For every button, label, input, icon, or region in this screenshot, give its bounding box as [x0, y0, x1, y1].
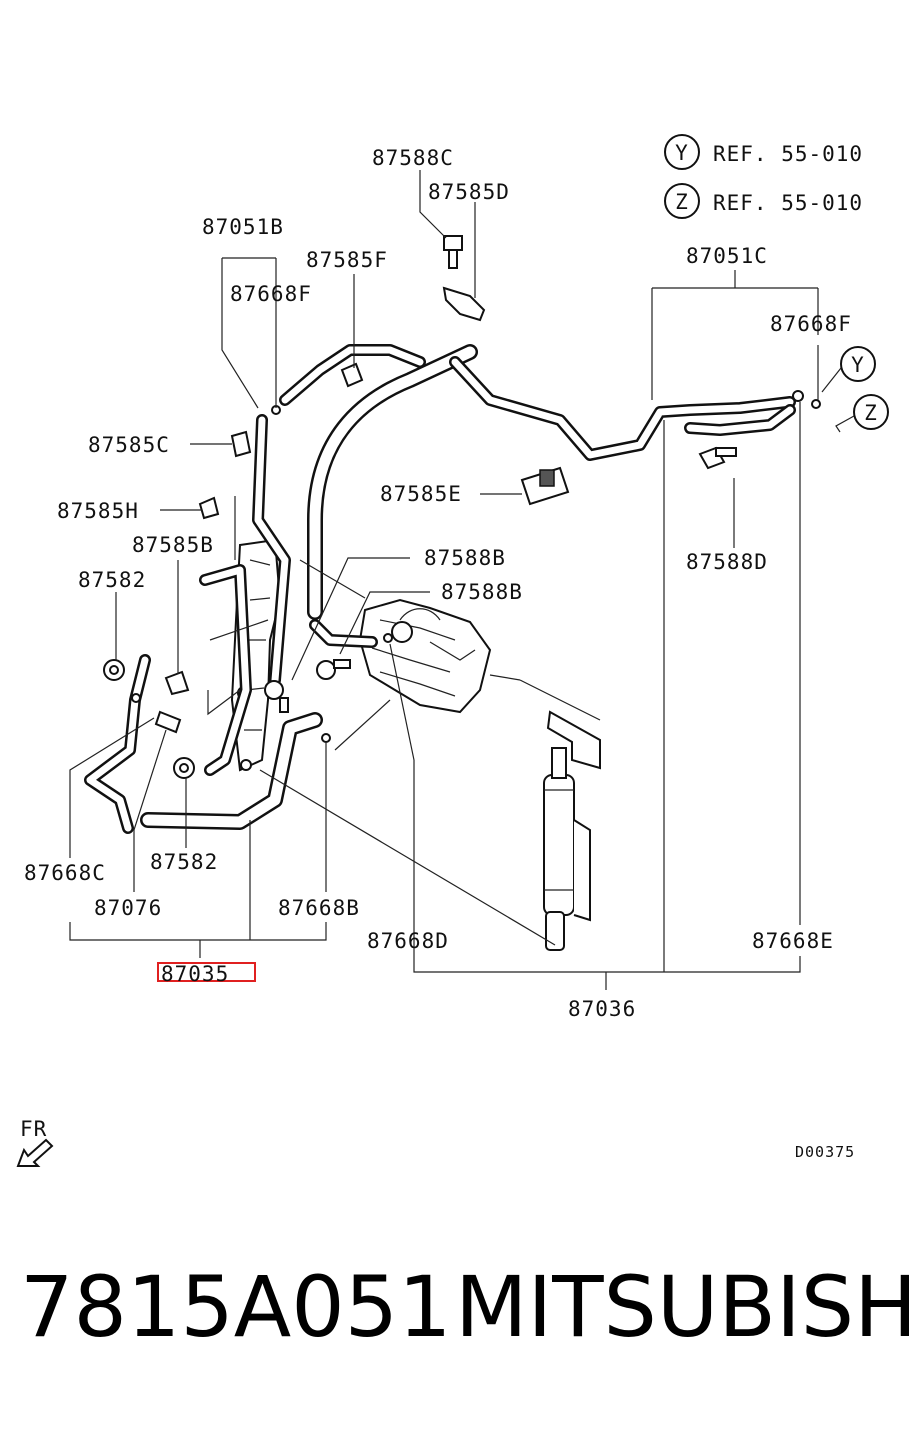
pipe-upper-left [252, 344, 426, 686]
leader-lines [69, 170, 819, 990]
o-ring-87668d-icon [383, 633, 393, 643]
label-87668e: 87668E [752, 929, 834, 953]
label-87036: 87036 [568, 997, 636, 1021]
pipe-87051c [449, 356, 796, 461]
ref-legend-z: Z REF. 55-010 [664, 183, 863, 219]
ref-legend-y: Y REF. 55-010 [664, 134, 863, 170]
clamp-87585b-icon [164, 670, 190, 696]
label-87668c: 87668C [24, 861, 106, 885]
label-87668d: 87668D [367, 929, 449, 953]
clamp-87585e-icon [520, 466, 570, 506]
callout-labels: 87588C 87585D 87051B 87585F 87668F 87051… [24, 146, 852, 1021]
label-87585c: 87585C [88, 433, 170, 457]
ref-z-letter: Z [675, 190, 689, 214]
bolt-87588b-2-icon [316, 659, 351, 680]
ref-y-letter: Y [675, 141, 689, 165]
label-87668b: 87668B [278, 896, 360, 920]
label-87051b: 87051B [202, 215, 284, 239]
label-87585d: 87585D [428, 180, 510, 204]
condenser [519, 679, 601, 951]
highlighted-part-87035[interactable]: 87035 [157, 962, 256, 986]
bolt-87588c-icon [443, 235, 463, 269]
label-87668f-right: 87668F [770, 312, 852, 336]
marker-z: Z [835, 394, 889, 433]
label-87051c: 87051C [686, 244, 768, 268]
label-87582-top: 87582 [78, 568, 146, 592]
label-87588b-1: 87588B [424, 546, 506, 570]
clamp-87585f-icon [340, 362, 364, 388]
ref-z-circle-icon [664, 183, 700, 219]
bolt-87588b-1-icon [264, 680, 289, 713]
clamp-87585h-icon [198, 496, 220, 520]
label-87588c: 87588C [372, 146, 454, 170]
o-ring-87668f-right-icon [811, 399, 821, 409]
ref-z-text: REF. 55-010 [713, 191, 863, 215]
nut-87582-top-icon [103, 659, 125, 681]
label-87588d: 87588D [686, 550, 768, 574]
pipe-87036 [309, 619, 378, 648]
hose-87051b [307, 344, 478, 620]
fr-label: FR [20, 1117, 47, 1141]
o-ring-87668c-icon [131, 693, 141, 703]
switch-87076-icon [154, 710, 182, 734]
nut-87582-bottom-icon [173, 757, 195, 779]
marker-y-circle-icon [840, 346, 876, 382]
highlight-box [157, 962, 256, 982]
label-87668f-left: 87668F [230, 282, 312, 306]
clamp-87585c-icon [230, 430, 252, 458]
label-87585b: 87585B [132, 533, 214, 557]
front-indicator: FR [16, 1117, 54, 1167]
brand-name: MITSUBISHI [455, 1258, 909, 1356]
part-number: 7815A051 [20, 1258, 452, 1356]
marker-z-circle-icon [853, 394, 889, 430]
ref-y-text: REF. 55-010 [713, 142, 863, 166]
label-87588b-2: 87588B [441, 580, 523, 604]
o-ring-87668b-icon [321, 733, 331, 743]
bolt-87588d-icon [698, 446, 737, 470]
label-87585e: 87585E [380, 482, 462, 506]
compressor [358, 598, 521, 714]
fr-arrow-icon [16, 1138, 54, 1167]
o-ring-87668e-icon [792, 390, 804, 402]
label-87582-bottom: 87582 [150, 850, 218, 874]
clamp-87585d-icon [442, 286, 486, 322]
marker-z-letter: Z [864, 401, 878, 425]
label-87585h: 87585H [57, 499, 139, 523]
diagram-code: D00375 [795, 1143, 855, 1161]
label-87035: 87035 [161, 962, 229, 986]
label-87585f: 87585F [306, 248, 388, 272]
label-87076: 87076 [94, 896, 162, 920]
marker-y-letter: Y [851, 353, 865, 377]
ref-y-circle-icon [664, 134, 700, 170]
marker-y: Y [821, 346, 876, 393]
